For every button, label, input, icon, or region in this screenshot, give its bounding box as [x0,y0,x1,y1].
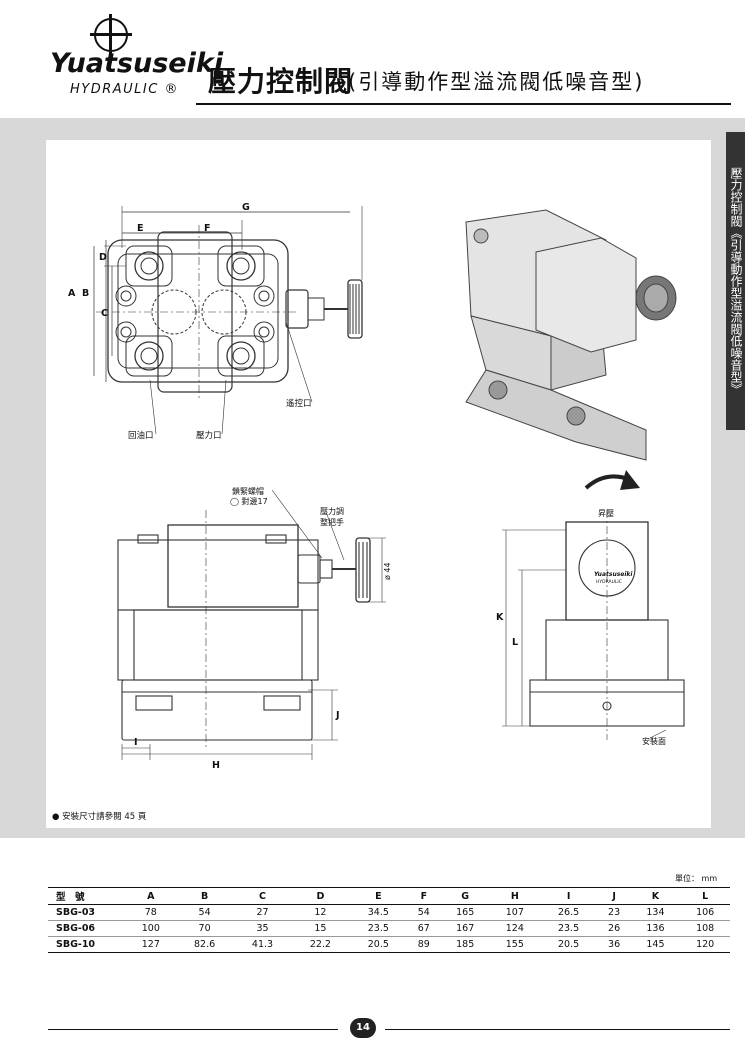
table-cell: 15 [291,920,350,937]
table-cell: 26 [597,920,631,937]
table-cell: 155 [490,936,540,953]
table-cell: 70 [175,920,234,937]
table-cell: 100 [126,920,176,937]
callout-lock-nut: 鎖緊螺帽 [232,486,264,496]
table-cell: 106 [680,904,730,921]
dim-label-c: C [101,308,108,319]
dim-label-h: H [212,760,220,771]
col-h: H [490,887,540,905]
col-a: A [126,887,176,905]
table-cell: 26.5 [539,904,598,921]
col-d: D [291,887,350,905]
side-tab: 壓力控制閥《引導動作型溢流閥低噪音型》 [726,132,745,430]
col-g: G [440,887,490,905]
table-cell: SBG-06 [48,920,126,937]
col-e: E [349,887,408,905]
table-cell: SBG-10 [48,936,126,953]
brand-name: Yuatsuseiki [50,48,224,79]
page-number: 14 [350,1018,376,1038]
callout-return-port: 回油口 [128,430,154,441]
footer-rule-right [385,1029,730,1030]
brand-logo-icon [90,14,132,56]
table-cell: 35 [233,920,292,937]
unit-label: 單位： mm [675,874,718,883]
col-k: K [630,887,681,905]
table-cell: 124 [490,920,540,937]
table-cell: 127 [126,936,176,953]
table-cell: 36 [597,936,631,953]
table-row: SBG-06 100 70 35 15 23.5 67 167 124 23.5… [48,920,730,937]
table-cell: 120 [680,936,730,953]
header-divider [196,103,731,105]
callout-lock-nut-size: ◯ 對邊17 [230,496,268,506]
col-model: 型 號 [48,887,126,905]
table-cell: 67 [407,920,441,937]
page-subtitle: (引導動作型溢流閥低噪音型) [348,70,645,94]
dim-label-dia: ø 44 [383,562,392,580]
table-cell: 165 [440,904,490,921]
col-i: I [539,887,598,905]
table-cell: 22.2 [291,936,350,953]
table-cell: 54 [175,904,234,921]
table-cell: 82.6 [175,936,234,953]
install-note: ● 安裝尺寸請參閱 45 頁 [52,812,147,822]
table-cell: 78 [126,904,176,921]
callout-remote-port: 遙控口 [286,398,312,409]
col-c: C [233,887,292,905]
page-header: Yuatsuseiki HYDRAULIC ® 壓力控制閥 (引導動作型溢流閥低… [0,0,745,118]
table-header-row: 型 號 A B C D E F G H I J K L [48,887,730,905]
spec-table: 型 號 A B C D E F G H I J K L SBG-03 78 54… [48,887,730,953]
dim-label-f: F [204,223,211,234]
table-cell: 107 [490,904,540,921]
dim-label-k: K [496,612,504,623]
brand-subtitle: HYDRAULIC ® [70,82,179,97]
front-view [117,489,386,760]
callout-rise: 昇壓 [598,509,614,518]
table-cell: 23.5 [539,920,598,937]
col-b: B [175,887,234,905]
table-cell: 108 [680,920,730,937]
table-cell: 41.3 [233,936,292,953]
dim-label-e: E [137,223,144,234]
table-cell: 34.5 [349,904,408,921]
callout-pressure-adjust: 壓力調 [320,506,344,516]
dim-label-a: A [68,288,76,299]
footer-rule-left [48,1029,338,1030]
table-cell: 134 [630,904,681,921]
knob-brand-sub: HYDRAULIC [596,579,622,585]
top-view [93,206,363,435]
callout-pressure-port: 壓力口 [196,430,222,441]
page-title: 壓力控制閥 [208,65,354,98]
technical-drawing: G E F D A B C 遙控口 回油口 壓力口 [68,202,685,771]
table-cell: 167 [440,920,490,937]
table-cell: 27 [233,904,292,921]
table-cell: 136 [630,920,681,937]
table-cell: 20.5 [539,936,598,953]
col-j: J [597,887,631,905]
table-cell: SBG-03 [48,904,126,921]
isometric-view [465,209,677,461]
dim-label-l: L [512,637,518,648]
dim-label-g: G [242,202,250,213]
side-view [502,470,685,740]
dim-label-i: I [134,737,138,748]
col-f: F [407,887,441,905]
table-row: SBG-03 78 54 27 12 34.5 54 165 107 26.5 … [48,904,730,921]
callout-pressure-adjust-2: 整把手 [320,517,344,527]
knob-brand: Yuatsuseiki [594,571,633,578]
table-cell: 185 [440,936,490,953]
dim-label-d: D [99,252,107,263]
callout-mounting-face: 安裝面 [642,736,666,746]
table-cell: 23.5 [349,920,408,937]
table-cell: 89 [407,936,441,953]
dim-label-j: J [335,710,340,721]
table-cell: 12 [291,904,350,921]
table-cell: 20.5 [349,936,408,953]
table-cell: 54 [407,904,441,921]
table-cell: 145 [630,936,681,953]
table-row: SBG-10 127 82.6 41.3 22.2 20.5 89 185 15… [48,936,730,953]
col-l: L [680,887,730,905]
dim-label-b: B [82,288,89,299]
table-cell: 23 [597,904,631,921]
